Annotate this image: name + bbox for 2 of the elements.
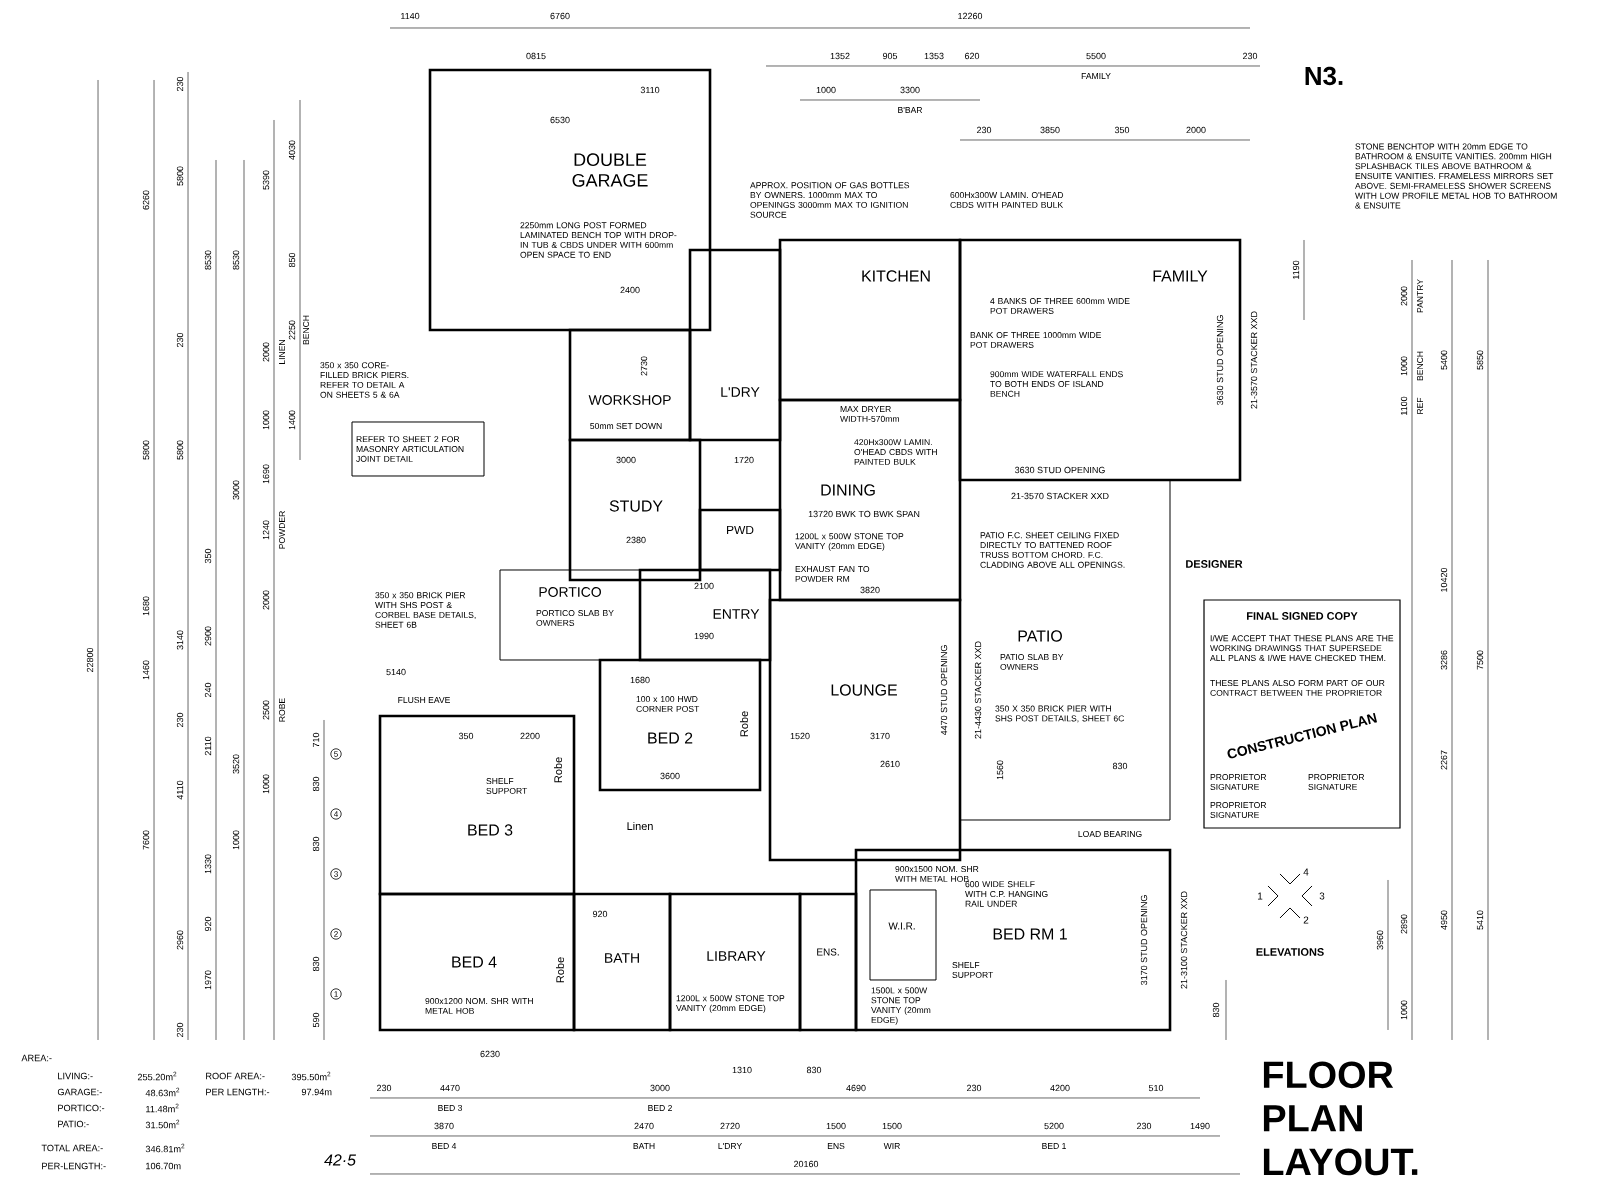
sheet-number: N3. (1305, 66, 1343, 86)
title: FLOOR PLAN LAYOUT. (1263, 1061, 1418, 1176)
